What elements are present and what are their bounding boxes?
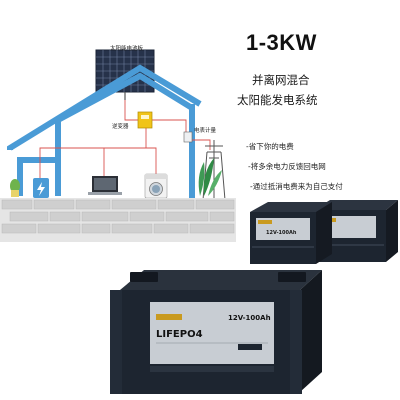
battery-front-rating: 12V-100Ah [228,314,271,322]
inverter [137,111,153,129]
house-wall-right [189,104,195,200]
meter-label: 电表计量 [194,128,217,134]
battery-back-rating: 12V-100Ah [266,230,297,236]
power-headline: 1-3KW [246,30,317,55]
battery-front-brand: LIFEPO4 [156,329,203,340]
solar-panel-label: 太阳能电池板 [110,46,144,52]
battery-front [110,270,322,394]
stone-wall [0,198,236,242]
subtitle-line-1: 并离网混合 [252,73,310,87]
electric-meter [183,131,193,143]
benefit-bullet: -省下你的电费 [246,142,294,151]
inverter-label: 逆变器 [112,124,129,130]
home-battery-icon [33,178,49,198]
subtitle-line-2: 太阳能发电系统 [237,93,318,107]
utility-pole [202,140,226,201]
benefit-bullet: -通过抵消电费来为自己支付 [250,182,343,191]
benefit-bullet: -将多余电力反馈回电网 [248,162,326,171]
laptop-icon [88,176,122,195]
battery-back-left: 12V-100Ah [250,202,332,264]
plant-right [198,158,222,196]
plant-left [10,179,20,197]
washing-machine-icon [144,173,168,199]
